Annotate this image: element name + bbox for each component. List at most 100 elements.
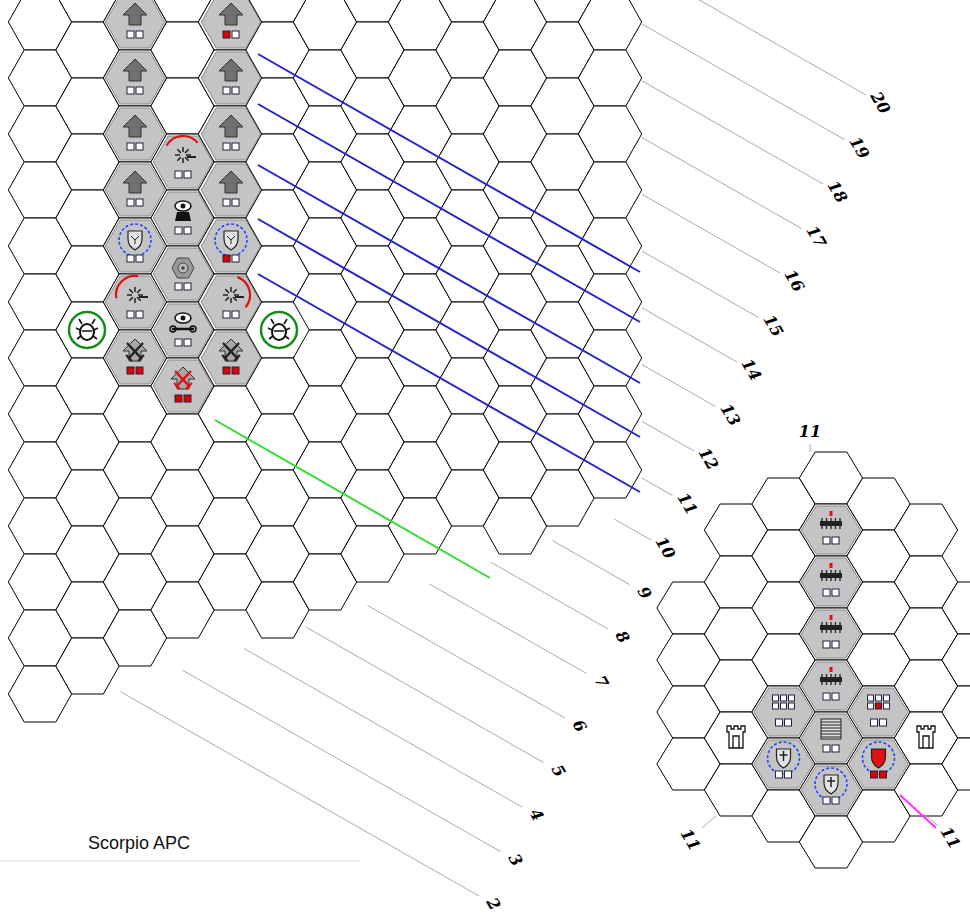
system-hex [201, 276, 260, 328]
leader-line [642, 251, 759, 317]
leader-line [614, 519, 651, 540]
system-hex [201, 332, 260, 384]
hex-cell [578, 162, 641, 218]
hex-row-number: 3 [505, 851, 524, 869]
system-hex [801, 662, 860, 710]
hex-row-number: 5 [548, 762, 567, 780]
system-hex [201, 164, 260, 216]
hex-cell [578, 442, 641, 498]
system-hex [849, 740, 908, 788]
hex-row-number: 14 [739, 356, 764, 383]
system-hex [706, 714, 765, 762]
leader-line [642, 421, 694, 451]
leader-line [244, 649, 522, 807]
system-hex [105, 164, 164, 216]
leader-line [429, 584, 586, 674]
system-hex [201, 220, 260, 272]
leader-line [642, 0, 866, 95]
leader-line [121, 692, 479, 896]
hex-row-number: 18 [825, 178, 850, 205]
fire-arc-line [258, 104, 640, 322]
system-hex [105, 276, 164, 328]
hex-cell [578, 50, 641, 106]
hex-row-number: 11 [678, 826, 703, 853]
leader-line [642, 308, 737, 362]
ship-systems [57, 0, 955, 814]
hex-cell [578, 0, 641, 50]
system-hex [153, 192, 212, 244]
hex-row-number: 11 [674, 490, 699, 517]
system-hex [105, 52, 164, 104]
system-hex [201, 0, 260, 48]
hex-row-number: 19 [846, 134, 871, 161]
fire-arc-line [258, 165, 640, 383]
system-hex [801, 766, 860, 814]
hex-cell [578, 274, 641, 330]
leader-line [642, 194, 780, 273]
title-rule [0, 861, 360, 862]
leader-line [810, 444, 811, 452]
system-hex [849, 688, 908, 736]
hex-grid [8, 0, 970, 868]
hex-row-number: 15 [760, 312, 785, 339]
system-hex [153, 304, 212, 356]
fire-arc-line [258, 219, 640, 437]
system-hex [801, 506, 860, 554]
hex-row-number: 13 [717, 401, 742, 428]
hex-cell [578, 218, 641, 274]
system-hex [105, 0, 164, 48]
system-hex [105, 332, 164, 384]
fire-arc-line [258, 54, 640, 272]
leader-line [702, 816, 716, 828]
system-hex [801, 714, 860, 762]
hex-row-number: 4 [526, 806, 545, 824]
system-hex [201, 108, 260, 160]
system-hex [754, 740, 813, 788]
ship-title: Scorpio APC [88, 834, 190, 852]
hex-row-number: 17 [803, 223, 828, 250]
hex-cell [942, 582, 970, 634]
hex-row-number: 11 [938, 824, 963, 851]
leader-line [642, 478, 673, 495]
system-hex [153, 136, 212, 188]
system-hex [153, 248, 212, 300]
hex-cell [894, 504, 957, 556]
hex-row-number: 8 [612, 628, 631, 646]
system-hex [249, 304, 308, 356]
fire-arc-line [258, 274, 640, 492]
hex-cell [578, 106, 641, 162]
hex-row-number: 16 [782, 267, 807, 294]
leader-line [182, 670, 500, 851]
hex-cell [942, 634, 970, 686]
system-hex [801, 610, 860, 658]
hex-row-number: 20 [868, 89, 893, 116]
hex-row-number: 9 [634, 584, 653, 602]
system-hex [105, 220, 164, 272]
system-hex [105, 108, 164, 160]
leader-line [642, 365, 716, 407]
leader-line [924, 814, 938, 826]
range-lines [0, 54, 936, 861]
hex-row-number: 11 [799, 424, 821, 440]
system-hex [801, 558, 860, 606]
leader-lines [121, 0, 938, 896]
leader-line [306, 627, 544, 763]
leader-line [642, 81, 823, 184]
hex-row-number: 12 [696, 445, 721, 472]
hex-row-number: 10 [653, 534, 678, 561]
leader-line [553, 541, 630, 585]
hex-row-number: 6 [569, 717, 588, 735]
leader-line [642, 138, 802, 229]
leader-line [367, 605, 565, 718]
system-hex [57, 304, 116, 356]
fire-arc-line [215, 420, 490, 578]
hex-row-number: 2 [483, 895, 502, 913]
system-hex [201, 52, 260, 104]
leader-line [642, 24, 845, 139]
fire-arc-line [900, 795, 936, 828]
system-hex [754, 688, 813, 736]
hex-row-number: 7 [591, 673, 610, 691]
system-hex [153, 360, 212, 412]
